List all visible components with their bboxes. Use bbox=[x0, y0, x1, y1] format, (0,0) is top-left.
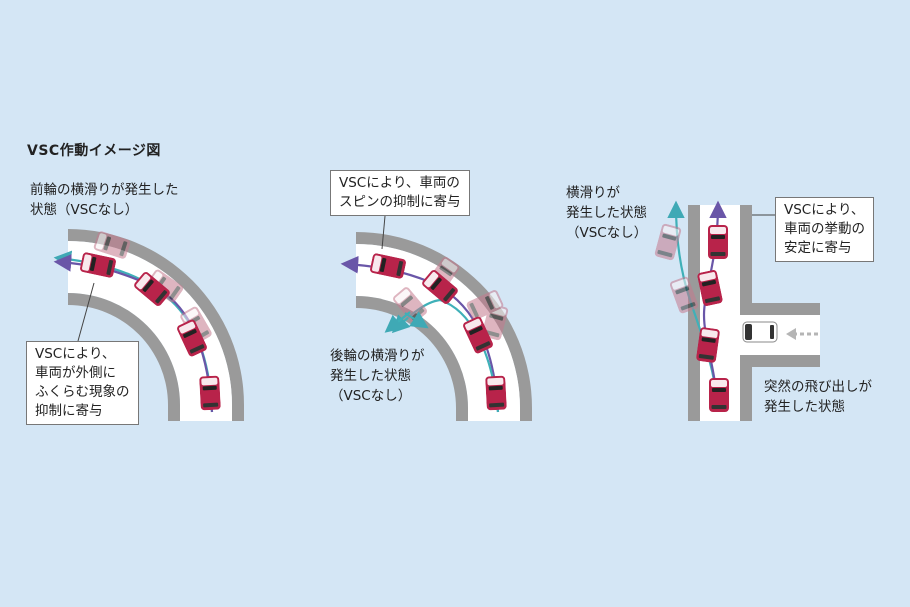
panel2-spin-arrows bbox=[384, 311, 429, 333]
panel1-without-line2: 状態（VSCなし） bbox=[30, 202, 139, 218]
panel3-without-line2: 発生した状態 bbox=[566, 205, 647, 221]
panel2-with-line1: VSCにより、車両の bbox=[339, 175, 460, 191]
panel1-road bbox=[68, 229, 244, 421]
panel2-without-line3: （VSCなし） bbox=[330, 388, 412, 404]
panel3-event-line1: 突然の飛び出しが bbox=[764, 379, 872, 395]
panel2-callout-line bbox=[381, 215, 386, 250]
panel1-with-line1: VSCにより、 bbox=[35, 346, 116, 362]
panel3-crossing-car bbox=[742, 321, 778, 343]
panel2-without-line1: 後輪の横滑りが bbox=[330, 348, 425, 364]
panel3-without-line3: （VSCなし） bbox=[566, 225, 648, 241]
panel3-with-line2: 車両の挙動の bbox=[784, 221, 865, 237]
panel3-with-box: VSCにより、 車両の挙動の 安定に寄与 bbox=[775, 197, 874, 262]
panel3-without-line1: 横滑りが bbox=[566, 185, 620, 201]
diagram-title: VSC作動イメージ図 bbox=[27, 143, 161, 159]
panel3-crossing-arrow bbox=[786, 328, 818, 340]
panel1-with-line4: 抑制に寄与 bbox=[35, 403, 103, 419]
panel1-callout-line bbox=[77, 282, 95, 342]
panel2-with-line2: スピンの抑制に寄与 bbox=[339, 194, 461, 210]
panel3-road bbox=[688, 205, 820, 421]
panel3-with-line3: 安定に寄与 bbox=[784, 240, 852, 256]
panel2-with-box: VSCにより、車両の スピンの抑制に寄与 bbox=[330, 170, 470, 216]
panel3-event-line2: 発生した状態 bbox=[764, 399, 845, 415]
panel2-without-line2: 発生した状態 bbox=[330, 368, 411, 384]
panel3-with-line1: VSCにより、 bbox=[784, 202, 865, 218]
panel1-with-box: VSCにより、 車両が外側に ふくらむ現象の 抑制に寄与 bbox=[26, 341, 139, 425]
panel1-without-line1: 前輪の横滑りが発生した bbox=[30, 182, 179, 198]
panel1-with-line3: ふくらむ現象の bbox=[35, 384, 130, 400]
panel1-with-line2: 車両が外側に bbox=[35, 365, 116, 381]
